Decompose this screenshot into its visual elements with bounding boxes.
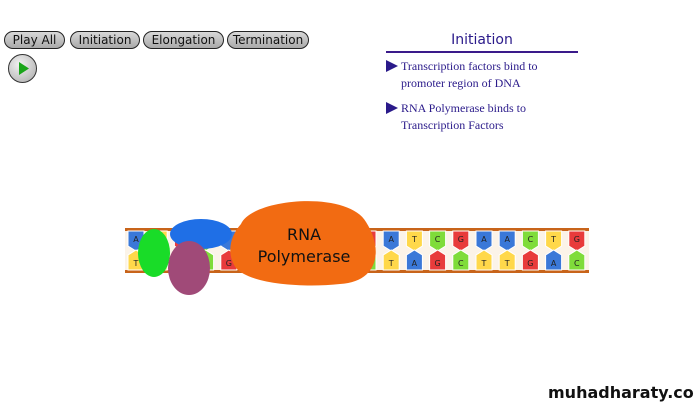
top-nucleotide (545, 230, 563, 252)
bottom-nucleotide (545, 249, 563, 271)
bottom-base-label: A (412, 259, 418, 268)
step-text-line: RNA Polymerase binds to (401, 101, 526, 115)
bottom-base-label: C (574, 259, 580, 268)
step-text-line: Transcription Factors (401, 118, 504, 132)
bottom-nucleotide (452, 249, 470, 271)
bottom-base-label: T (388, 259, 394, 268)
top-base-label: A (481, 235, 487, 244)
top-nucleotide (429, 230, 447, 252)
step-item: RNA Polymerase binds to Transcription Fa… (386, 100, 578, 134)
bottom-nucleotide (429, 249, 447, 271)
triangle-arrow-icon (386, 102, 398, 114)
bottom-base-label: T (481, 259, 487, 268)
bottom-nucleotide (475, 249, 493, 271)
polymerase-label-line2: Polymerase (258, 247, 351, 266)
polymerase-label-line1: RNA (287, 225, 321, 244)
triangle-arrow-icon (386, 60, 398, 72)
top-nucleotide (405, 230, 423, 252)
bottom-nucleotide (521, 249, 539, 271)
bottom-base-label: A (551, 259, 557, 268)
bottom-base-label: T (133, 259, 139, 268)
rna-polymerase (230, 201, 376, 286)
bottom-nucleotide (498, 249, 516, 271)
panel-divider (386, 51, 578, 53)
top-nucleotide (475, 230, 493, 252)
top-base-label: A (388, 235, 394, 244)
play-icon (19, 62, 29, 75)
top-base-label: A (133, 235, 139, 244)
top-base-label: G (574, 235, 580, 244)
step-panel: Initiation Transcription factors bind to… (386, 31, 578, 134)
top-nucleotide (498, 230, 516, 252)
step-item: Transcription factors bind to promoter r… (386, 58, 578, 92)
step-text-line: Transcription factors bind to (401, 59, 538, 73)
play-all-button[interactable]: Play All (4, 31, 65, 49)
bottom-base-label: G (527, 259, 533, 268)
transcription-factor-purple (168, 241, 210, 295)
top-base-label: C (528, 235, 534, 244)
panel-title: Initiation (451, 32, 513, 48)
bottom-base-label: C (458, 259, 464, 268)
bottom-nucleotide (382, 249, 400, 271)
top-base-label: T (550, 235, 556, 244)
bottom-base-label: G (434, 259, 440, 268)
initiation-button[interactable]: Initiation (70, 31, 140, 49)
bottom-base-label: G (226, 259, 232, 268)
top-base-label: C (435, 235, 441, 244)
top-nucleotide (521, 230, 539, 252)
play-button[interactable] (8, 54, 37, 83)
elongation-button[interactable]: Elongation (143, 31, 224, 49)
bottom-nucleotide (568, 249, 586, 271)
watermark: muhadharaty.com (548, 383, 695, 402)
step-text-line: promoter region of DNA (401, 76, 521, 90)
bottom-base-label: T (504, 259, 510, 268)
top-base-label: T (411, 235, 417, 244)
top-nucleotide (382, 230, 400, 252)
termination-button[interactable]: Termination (227, 31, 309, 49)
top-base-label: A (504, 235, 510, 244)
top-nucleotide (452, 230, 470, 252)
bottom-nucleotide (405, 249, 423, 271)
top-base-label: G (458, 235, 464, 244)
top-nucleotide (568, 230, 586, 252)
transcription-factor-green (138, 229, 170, 277)
